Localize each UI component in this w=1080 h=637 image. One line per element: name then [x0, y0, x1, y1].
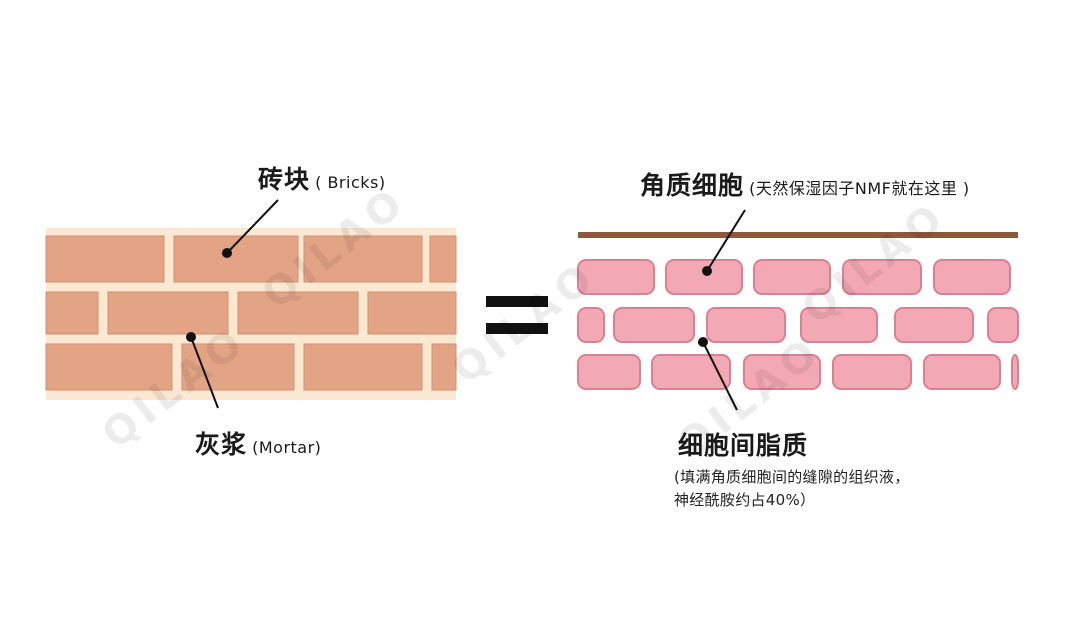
- corneocyte-cell: [987, 307, 1019, 343]
- lipid-note-line1: (填满角质细胞间的缝隙的组织液，: [674, 468, 910, 486]
- corneocyte-cell: [743, 354, 821, 390]
- corneocyte-cell: [665, 259, 743, 295]
- corneocyte-cell: [800, 307, 878, 343]
- brick: [45, 343, 173, 391]
- mortar-leader-dot: [186, 332, 196, 342]
- corneocyte-cell: [577, 259, 655, 295]
- corneocyte-cell: [753, 259, 831, 295]
- corneocyte-cell: [577, 307, 605, 343]
- corneocyte-cell: [832, 354, 912, 390]
- cells-note: (天然保湿因子NMF就在这里 ): [749, 179, 970, 198]
- leader-lines: [186, 199, 746, 411]
- cells-leader-line: [706, 209, 746, 272]
- lipid-leader-dot: [698, 337, 708, 347]
- corneocyte-cell: [706, 307, 786, 343]
- brick: [367, 291, 457, 335]
- brick: [181, 343, 295, 391]
- lipid-note-line2: 神经酰胺约占40%）: [674, 491, 816, 509]
- corneocyte-cell: [923, 354, 1001, 390]
- brick: [45, 291, 99, 335]
- mortar-english-label: (Mortar): [252, 438, 322, 457]
- skin-layer: [577, 232, 1019, 390]
- mortar-label: 灰浆: [195, 430, 248, 459]
- bricks-label-group: 砖块 ( Bricks): [258, 160, 386, 196]
- corneocyte-cell: [894, 307, 974, 343]
- brick: [237, 291, 359, 335]
- bricks-english-label: ( Bricks): [315, 173, 386, 192]
- mortar-leader-line: [190, 336, 219, 409]
- brick: [303, 235, 423, 283]
- corneocyte-cell: [613, 307, 695, 343]
- brick: [107, 291, 229, 335]
- brick: [429, 235, 457, 283]
- corneocyte-cell: [577, 354, 641, 390]
- bricks-group: [45, 235, 457, 391]
- brick: [45, 235, 165, 283]
- lipid-label: 细胞间脂质: [678, 431, 809, 460]
- corneocytes-group: [577, 259, 1019, 390]
- corneocyte-cell: [933, 259, 1011, 295]
- corneocyte-cell: [1011, 354, 1019, 390]
- skin-surface-line: [578, 232, 1018, 238]
- corneocyte-cell: [842, 259, 922, 295]
- cells-label-group: 角质细胞 (天然保湿因子NMF就在这里 ): [640, 166, 970, 202]
- brick: [431, 343, 457, 391]
- cells-leader-dot: [702, 266, 712, 276]
- brick-wall: [45, 228, 457, 400]
- equals-sign: [486, 296, 548, 334]
- lipid-leader-line: [702, 341, 738, 411]
- brick: [303, 343, 423, 391]
- cells-label: 角质细胞: [640, 171, 745, 200]
- bricks-leader-dot: [222, 248, 232, 258]
- corneocyte-cell: [651, 354, 731, 390]
- bricks-leader-line: [226, 199, 279, 254]
- bricks-label: 砖块: [258, 165, 311, 194]
- mortar-label-group: 灰浆 (Mortar): [195, 425, 321, 461]
